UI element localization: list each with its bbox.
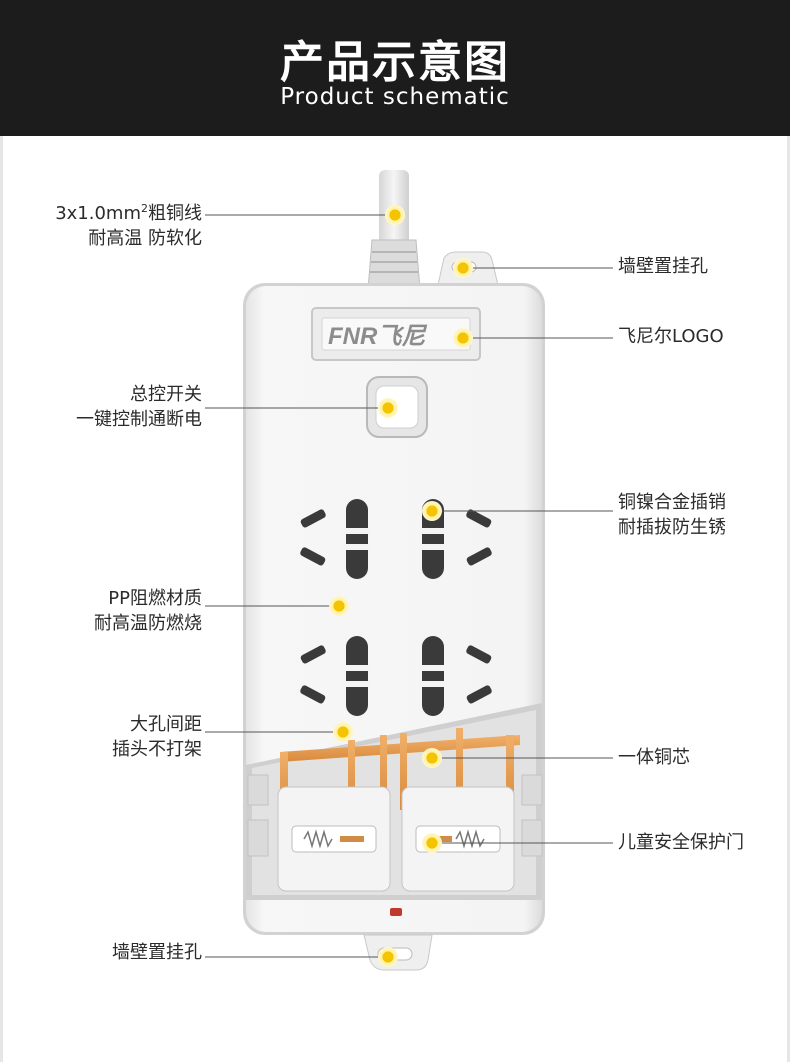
callout-spacing-line1: 大孔间距 — [130, 714, 202, 735]
callout-logo-line1: 飞尼尔LOGO — [618, 326, 724, 347]
power-indicator-light — [390, 908, 402, 916]
callout-logo: 飞尼尔LOGO — [618, 324, 724, 349]
marker-dot — [333, 722, 353, 742]
marker-dot — [422, 501, 442, 521]
marker-dot — [385, 205, 405, 225]
callout-switch-line1: 总控开关 — [130, 384, 202, 405]
callout-switch: 总控开关 一键控制通断电 — [76, 382, 202, 432]
callout-copper-core: 一体铜芯 — [618, 745, 690, 770]
callout-spacing: 大孔间距 插头不打架 — [112, 712, 202, 762]
callout-markers — [329, 205, 473, 967]
marker-dot — [378, 398, 398, 418]
marker-dot — [453, 328, 473, 348]
callout-shutter: 儿童安全保护门 — [618, 830, 744, 855]
callout-hanger-bottom-line1: 墙壁置挂孔 — [112, 942, 202, 963]
frame-border-right — [787, 136, 790, 1062]
marker-dot — [329, 596, 349, 616]
power-cable — [367, 170, 421, 291]
callout-cable-line1-sup: 2 — [141, 202, 148, 215]
callout-copper-core-line1: 一体铜芯 — [618, 747, 690, 768]
marker-dot — [453, 258, 473, 278]
cutaway-interior — [246, 703, 543, 900]
callout-cable-line1-base: 3x1.0mm — [55, 203, 141, 224]
callout-switch-line2: 一键控制通断电 — [76, 409, 202, 430]
callout-pins-line2: 耐插拔防生锈 — [618, 517, 726, 538]
callout-material-line2: 耐高温防燃烧 — [94, 613, 202, 634]
page-title: 产品示意图 — [280, 37, 510, 88]
callout-hanger-bottom: 墙壁置挂孔 — [112, 940, 202, 965]
callout-cable: 3x1.0mm2粗铜线 耐高温 防软化 — [55, 196, 202, 251]
callout-cable-line1-rest: 粗铜线 — [148, 203, 202, 224]
logo-plate: FNR飞尼 — [311, 307, 481, 361]
callout-shutter-line1: 儿童安全保护门 — [618, 832, 744, 853]
frame-border-left — [0, 136, 3, 1062]
brand-logo-text: FNR飞尼 — [328, 323, 427, 350]
marker-dot — [422, 833, 442, 853]
callout-material-line1: PP阻燃材质 — [108, 588, 202, 609]
callout-pins: 铜镍合金插销 耐插拔防生锈 — [618, 490, 726, 540]
page-subtitle: Product schematic — [280, 84, 510, 110]
callout-pins-line1: 铜镍合金插销 — [618, 492, 726, 513]
callout-spacing-line2: 插头不打架 — [112, 739, 202, 760]
callout-material: PP阻燃材质 耐高温防燃烧 — [94, 586, 202, 636]
leader-lines — [205, 214, 613, 958]
callout-hanger-top-line1: 墙壁置挂孔 — [618, 256, 708, 277]
marker-dot — [422, 748, 442, 768]
marker-dot — [378, 947, 398, 967]
socket-row-lower — [300, 636, 492, 716]
header-banner: 产品示意图 Product schematic — [0, 0, 790, 136]
callout-hanger-top: 墙壁置挂孔 — [618, 254, 708, 279]
callout-cable-line2: 耐高温 防软化 — [88, 228, 202, 249]
